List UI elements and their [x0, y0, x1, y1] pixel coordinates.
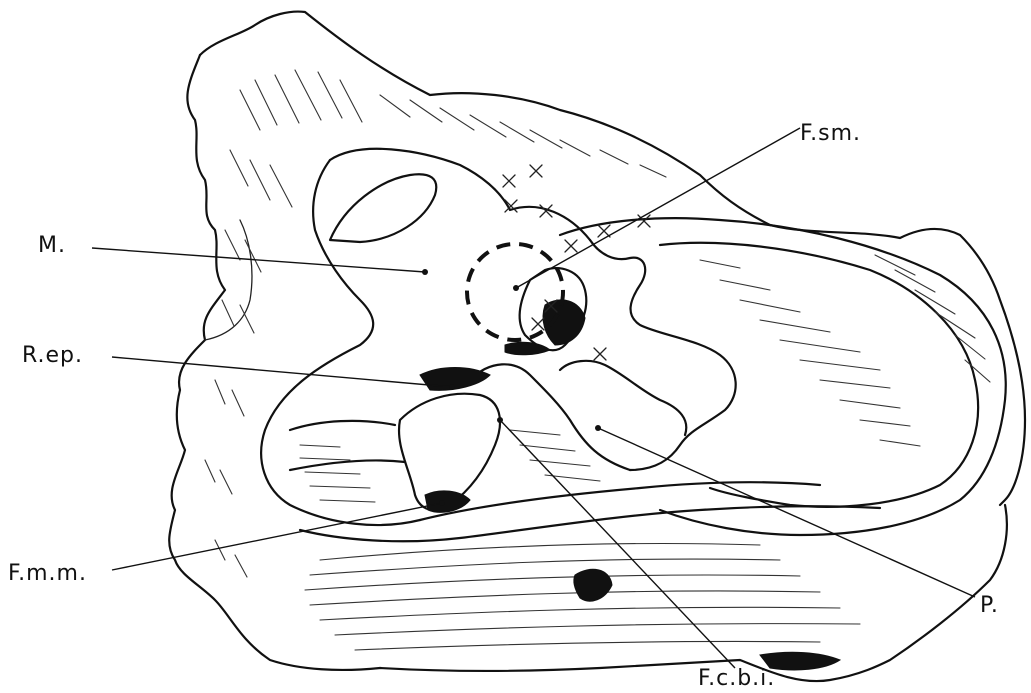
hatching [205, 70, 990, 650]
middle-structures [290, 240, 736, 510]
right-cavity [560, 218, 1006, 535]
label-m: M. [38, 233, 66, 258]
label-f-c-b-i: F.c.b.i. [698, 666, 775, 691]
label-f-sm: F.sm. [800, 121, 861, 146]
central-cavity [261, 149, 880, 541]
dark-patches [420, 300, 840, 670]
leader-lines [92, 128, 975, 668]
label-r-ep: R.ep. [22, 343, 83, 368]
label-f-m-m: F.m.m. [8, 561, 87, 586]
label-p: P. [980, 593, 999, 618]
